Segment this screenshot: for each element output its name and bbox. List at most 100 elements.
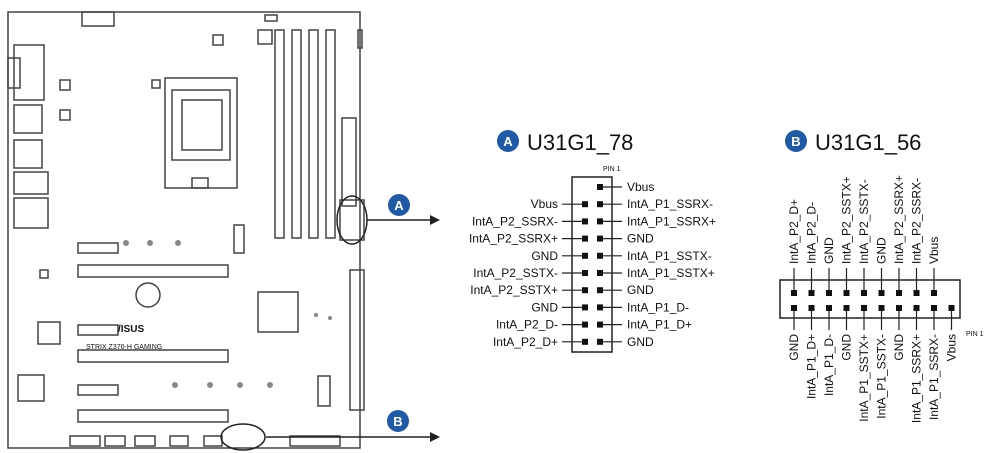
connector-b-pin — [931, 305, 937, 311]
connector-b-bottom-pin-label: GND — [840, 334, 854, 361]
callout-b-badge — [387, 410, 409, 432]
connector-b-pin — [913, 305, 920, 311]
connector-a-left-pin-label: IntA_P2_SSTX- — [473, 266, 558, 280]
connector-b-pin — [791, 305, 797, 311]
connector-a-pin — [582, 287, 588, 294]
connector-b-pin1: PIN 1 — [966, 331, 984, 338]
connector-b-top-pin-label: IntA_P2_D- — [805, 202, 819, 264]
connector-a-pin — [597, 321, 603, 328]
connector-a-left-pin-label: GND — [531, 300, 558, 314]
connector-b-pin — [861, 305, 867, 311]
connector-b-top-pin-label: GND — [875, 237, 889, 264]
connector-b-pin — [791, 290, 797, 296]
connector-b-bottom-pin-label: IntA_P1_SSTX+ — [857, 334, 871, 422]
connector-b-top-pin-label: GND — [822, 237, 836, 264]
connector-b-top-pin-label: Vbus — [927, 237, 941, 264]
connector-a-pin — [597, 218, 603, 225]
connector-b-top-pin-label: IntA_P2_SSTX+ — [840, 176, 854, 264]
connector-a-pin — [597, 338, 603, 345]
connector-b-bottom-pin-label: GND — [892, 334, 906, 361]
connector-a-left-pin-label: IntA_P2_SSTX+ — [470, 283, 558, 297]
connector-a-right-pin-label: IntA_P1_D+ — [627, 318, 692, 332]
connector-a-pin — [597, 235, 603, 242]
connector-a-right-pin-label: IntA_P1_SSRX- — [627, 197, 713, 211]
connector-a-pin1: PIN 1 — [603, 166, 621, 173]
board-model: STRIX Z370-H GAMING — [86, 344, 162, 351]
connector-b-pin — [896, 290, 902, 296]
connector-b-bottom-pin-label: IntA_P1_SSTX- — [875, 334, 889, 419]
connector-a-right-pin-label: GND — [627, 335, 654, 349]
connector-a-pin — [582, 321, 588, 328]
connector-a-pin — [582, 304, 588, 311]
connector-a-pin — [597, 184, 603, 190]
connector-b-pin — [826, 305, 832, 311]
callout-a-badge — [388, 194, 410, 216]
connector-b-pin — [808, 290, 815, 296]
callout-b-badge-label: B — [393, 414, 402, 429]
arrow-a-head-icon — [430, 215, 440, 225]
connector-a-right-pin-label: IntA_P1_SSTX- — [627, 249, 712, 263]
connector-a-left-pin-label: IntA_P2_D+ — [493, 335, 558, 349]
connector-a-right-pin-label: GND — [627, 232, 654, 246]
connector-a-left-pin-label: IntA_P2_SSRX- — [472, 214, 558, 228]
connector-b-pin — [878, 305, 885, 311]
board-dots — [123, 240, 332, 388]
connector-b-pin — [843, 305, 850, 311]
connector-b-title: U31G1_56 — [815, 130, 921, 155]
connector-a-left-pin-label: IntA_P2_D- — [496, 318, 558, 332]
connector-a-right-pin-label: IntA_P1_SSTX+ — [627, 266, 715, 280]
arrow-b-head-icon — [430, 432, 440, 442]
board-brand: /ISUS — [118, 324, 144, 335]
callout-a-badge-label: A — [394, 198, 404, 213]
connector-b-badge-label: B — [791, 134, 800, 149]
connector-a-pin — [582, 252, 588, 259]
connector-a-right-pin-label: IntA_P1_D- — [627, 300, 689, 314]
connector-b-pin — [843, 290, 850, 296]
connector-a-pin — [582, 201, 588, 208]
motherboard — [7, 11, 365, 449]
connector-b-pin — [913, 290, 920, 296]
connector-a-right-pin-label: Vbus — [627, 180, 654, 194]
connector-a-pin — [582, 270, 588, 276]
connector-b-bottom-pin-label: IntA_P1_SSRX+ — [910, 334, 924, 423]
connector-b-pin — [931, 290, 937, 296]
connector-a-pin — [582, 338, 588, 345]
connector-b-top-pin-label: IntA_P2_SSRX- — [910, 178, 924, 264]
connector-a-left-pin-label: Vbus — [531, 197, 558, 211]
connector-b-body — [779, 279, 961, 319]
connector-a-right-pin-label: IntA_P1_SSRX+ — [627, 214, 716, 228]
connector-b-pin — [878, 290, 885, 296]
connector-a-left-pin-label: IntA_P2_SSRX+ — [469, 232, 558, 246]
callout-b-ellipse — [220, 423, 266, 451]
connector-b-bottom-pin-label: GND — [787, 334, 801, 361]
connector-b-top-pin-label: IntA_P2_D+ — [787, 199, 801, 264]
connector-b-top-pin-label: IntA_P2_SSTX- — [857, 179, 871, 264]
connector-a-badge-label: A — [503, 134, 513, 149]
connector-a-body — [571, 176, 613, 353]
connector-a-badge — [497, 130, 519, 152]
connector-b-bottom-pin-label: Vbus — [945, 334, 959, 361]
connector-a-pin — [582, 218, 588, 225]
connector-a-pin — [597, 252, 603, 259]
connector-b-pin — [896, 305, 902, 311]
connector-a-right-pin-label: GND — [627, 283, 654, 297]
connector-b-pin — [808, 305, 815, 311]
connector-b-bottom-pin-label: IntA_P1_D- — [822, 334, 836, 396]
connector-b-pin — [948, 305, 955, 311]
connector-b-bottom-pin-label: IntA_P1_SSRX- — [927, 334, 941, 420]
connector-a-left-pin-label: GND — [531, 249, 558, 263]
connector-a-pin — [582, 235, 588, 242]
connector-a-pin — [597, 304, 603, 311]
callout-a-ellipse — [336, 195, 368, 245]
connector-b-pin — [826, 290, 832, 296]
connector-b-bottom-pin-label: IntA_P1_D+ — [805, 334, 819, 399]
connector-a-pin — [597, 270, 603, 276]
connector-b-pin — [861, 290, 867, 296]
connector-b-badge — [785, 130, 807, 152]
connector-a-pin — [597, 287, 603, 294]
